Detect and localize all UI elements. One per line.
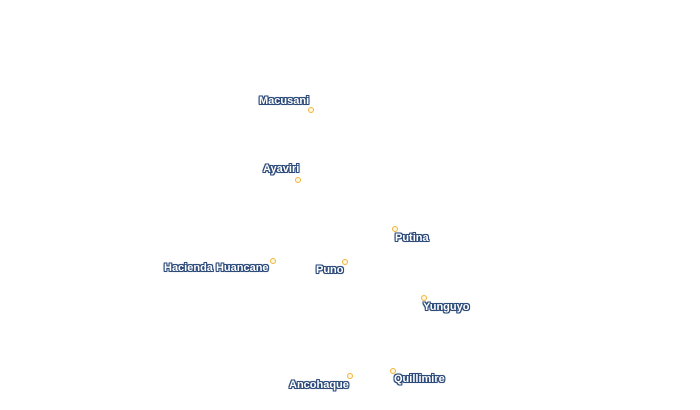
place-label-macusani: Macusani [259, 95, 310, 107]
place-label-ancohaque: Ancohaque [289, 379, 349, 391]
place-label-quillimire: Quillimire [394, 373, 445, 385]
place-label-putina: Putina [395, 232, 429, 244]
place-dot-icon [295, 177, 301, 183]
place-dot-icon [347, 373, 353, 379]
place-dot-icon [308, 107, 314, 113]
place-dot-icon [342, 259, 348, 265]
place-dot-icon [390, 368, 396, 374]
place-dot-icon [270, 258, 276, 264]
place-label-yunguyo: Yunguyo [423, 301, 470, 313]
place-dot-icon [392, 226, 398, 232]
place-label-puno: Puno [316, 264, 344, 276]
place-dot-icon [421, 295, 427, 301]
place-label-ayaviri: Ayaviri [263, 163, 300, 175]
place-label-hacienda-huancane: Hacienda Huancane [164, 262, 269, 274]
